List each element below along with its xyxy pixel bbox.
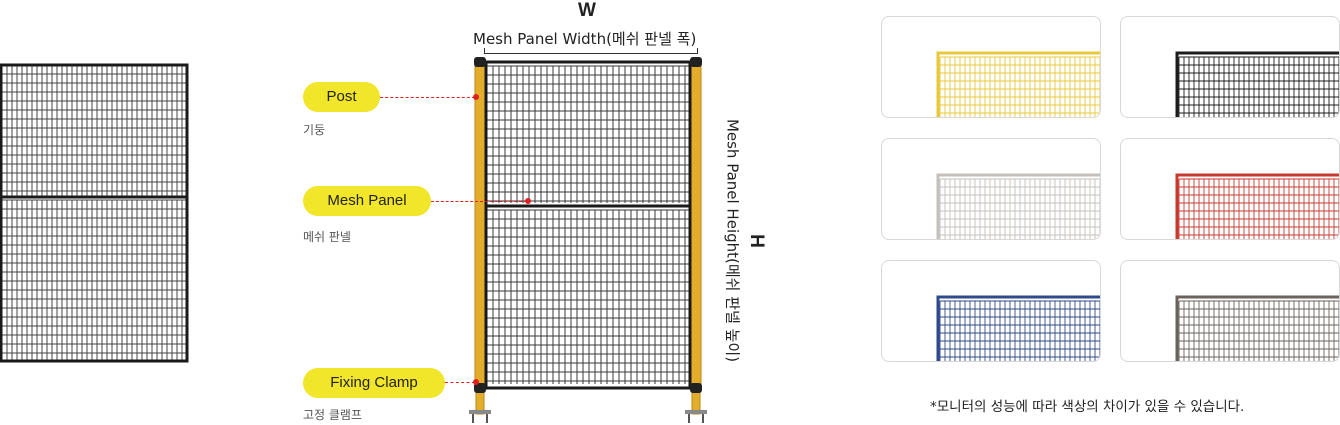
mesh-swatch-blue — [936, 295, 1100, 361]
width-dimension-line — [484, 48, 698, 54]
color-tag-black: BLACK RAL9005 — [1129, 20, 1230, 35]
fixing-clamp-marker — [473, 379, 479, 385]
color-tag-gules: GULES RAL3000 — [1129, 142, 1231, 157]
color-disclaimer-note: *모니터의 성능에 따라 색상의 차이가 있을 수 있습니다. — [930, 399, 1245, 415]
post-marker — [473, 94, 479, 100]
height-letter: H — [745, 234, 767, 248]
fence-assembly-diagram — [469, 57, 707, 423]
color-card-white: WHITE RAL9016 — [881, 138, 1101, 240]
black-mesh-panel-illustration — [0, 63, 189, 363]
mesh-swatch-black — [1175, 51, 1339, 117]
height-label: Mesh Panel Height(메쉬 판넬 높이) — [723, 118, 742, 363]
color-card-yellow: YELLOW RAL1023 — [881, 16, 1101, 118]
color-tag-yellow: YELLOW RAL1023 — [890, 20, 1003, 35]
color-card-black: BLACK RAL9005 — [1120, 16, 1340, 118]
color-tag-blue: BLUE RAL5017 — [890, 264, 982, 279]
post-label: Post — [303, 82, 380, 112]
width-label: Mesh Panel Width(메쉬 판넬 폭) — [473, 30, 697, 48]
width-letter: W — [578, 0, 596, 21]
post-leader-line — [380, 97, 475, 98]
post-sublabel: 기둥 — [303, 123, 326, 137]
mesh-panel-sublabel: 메쉬 판넬 — [303, 230, 351, 244]
mesh-swatch-white — [936, 173, 1100, 239]
mesh-swatch-grey — [1175, 295, 1339, 361]
color-card-gules: GULES RAL3000 — [1120, 138, 1340, 240]
fixing-clamp-label: Fixing Clamp — [303, 368, 445, 398]
fixing-clamp-leader-line — [445, 382, 475, 383]
color-card-grey: GREY RAL7035 — [1120, 260, 1340, 362]
mesh-panel-leader-line — [431, 201, 527, 202]
mesh-swatch-yellow — [936, 51, 1100, 117]
fixing-clamp-sublabel: 고정 클램프 — [303, 408, 363, 422]
mesh-swatch-gules — [1175, 173, 1339, 239]
mesh-panel-marker — [525, 198, 531, 204]
color-card-blue: BLUE RAL5017 — [881, 260, 1101, 362]
color-tag-grey: GREY RAL7035 — [1129, 264, 1224, 279]
color-tag-white: WHITE RAL9016 — [890, 142, 990, 157]
mesh-panel-label: Mesh Panel — [303, 186, 431, 216]
